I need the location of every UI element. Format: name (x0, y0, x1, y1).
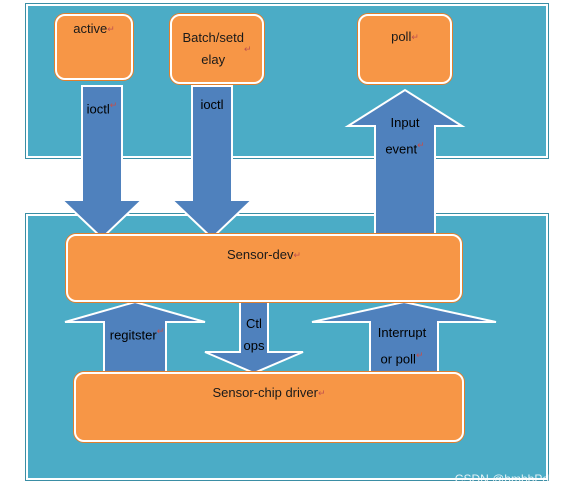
ioctl-right-text: ioctl (200, 97, 224, 112)
csdn-watermark: CSDN @hmbbPdx (454, 472, 555, 486)
poll-box: poll↵ (358, 14, 452, 84)
register-arrow (64, 300, 206, 373)
paragraph-mark-icon: ↵ (317, 388, 326, 398)
ctl-ops-arrow (204, 301, 304, 375)
ioctl-right-arrow (169, 85, 255, 240)
poll-label: poll (391, 29, 412, 44)
ioctl-left-text: ioctl (86, 101, 110, 117)
ctl-ops-label: Ctl ops (236, 313, 272, 357)
input-event-text: Input event (385, 115, 420, 157)
sensor-chip-driver-label: Sensor-chip driver (212, 385, 318, 400)
sensor-chip-driver-box: Sensor-chip driver↵ (74, 372, 464, 442)
active-box: active↵ (55, 14, 133, 80)
paragraph-mark-icon: ↵ (156, 326, 165, 336)
input-event-arrow (344, 88, 466, 237)
ioctl-left-label: ioctl↵ (82, 94, 122, 120)
ioctl-right-label: ioctl (192, 94, 232, 116)
register-text: regitster (109, 327, 157, 343)
ctl-ops-text: Ctl ops (243, 316, 265, 353)
batch-setdelay-label: Batch/setd elay (182, 30, 244, 67)
paragraph-mark-icon: ↵ (109, 100, 118, 110)
paragraph-mark-icon: ↵ (107, 24, 115, 34)
paragraph-mark-icon: ↵ (415, 350, 424, 360)
ioctl-left-arrow (59, 85, 145, 240)
sensor-dev-box: Sensor-dev↵ (66, 234, 462, 302)
interrupt-label: Interrupt or poll↵ (366, 322, 438, 370)
interrupt-text: Interrupt or poll (377, 325, 427, 367)
batch-setdelay-box: Batch/setd elay↵ (170, 14, 264, 84)
paragraph-mark-icon: ↵ (293, 250, 302, 260)
sensor-dev-label: Sensor-dev (226, 247, 294, 262)
paragraph-mark-icon: ↵ (243, 44, 252, 54)
input-event-label: Input event↵ (375, 112, 435, 160)
active-label: active (73, 21, 108, 36)
register-label: regitster↵ (102, 320, 172, 346)
paragraph-mark-icon: ↵ (411, 32, 419, 42)
paragraph-mark-icon: ↵ (417, 140, 425, 150)
interrupt-arrow (311, 300, 497, 373)
